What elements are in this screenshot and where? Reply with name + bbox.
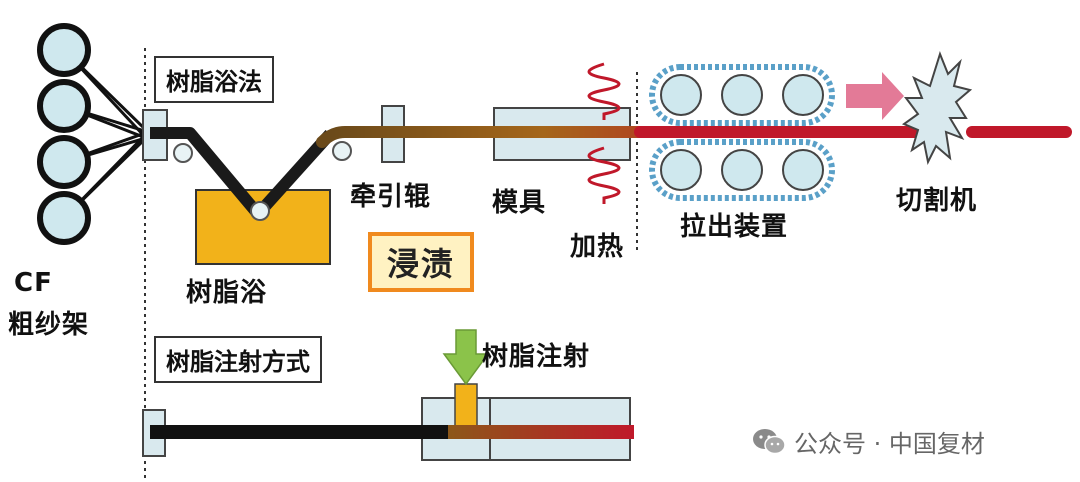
resin-bath xyxy=(195,189,331,265)
die-label: 模具 xyxy=(492,188,547,218)
injection-resin-port xyxy=(454,383,478,427)
spool xyxy=(37,23,91,77)
fiber-impregnated xyxy=(316,126,946,148)
heating-coil-bottom xyxy=(587,146,621,204)
guide-roller xyxy=(173,143,193,163)
watermark: 公众号 · 中国复材 xyxy=(752,424,985,459)
wechat-icon xyxy=(752,428,786,456)
fiber-dark xyxy=(150,127,335,220)
pull-roller-label: 牵引辊 xyxy=(350,182,432,212)
spool xyxy=(37,191,91,245)
cutter-burst-icon xyxy=(901,51,973,166)
spool xyxy=(37,79,91,133)
puller xyxy=(649,64,835,201)
guide-roller xyxy=(250,201,270,221)
creel-label: 粗纱架 xyxy=(8,310,90,340)
arrow-right-icon xyxy=(846,72,904,120)
dipping-label: 浸渍 xyxy=(368,232,474,292)
creel-label-cf: CF xyxy=(14,268,53,298)
spool xyxy=(37,135,91,189)
watermark-text: 公众号 · 中国复材 xyxy=(794,430,985,458)
puller-label: 拉出装置 xyxy=(680,212,789,242)
resin-injection-label: 树脂注射 xyxy=(482,342,591,372)
resin-bath-label: 树脂浴 xyxy=(186,278,268,308)
resin-bath-method-label: 树脂浴法 xyxy=(154,56,274,103)
heating-coil-top xyxy=(587,62,621,120)
heating-label: 加热 xyxy=(570,232,625,262)
creel xyxy=(37,23,150,245)
guide-roller xyxy=(332,141,352,161)
arrow-down-icon xyxy=(442,329,490,386)
resin-injection-method-label: 树脂注射方式 xyxy=(154,336,322,383)
cutter-label: 切割机 xyxy=(896,186,978,216)
